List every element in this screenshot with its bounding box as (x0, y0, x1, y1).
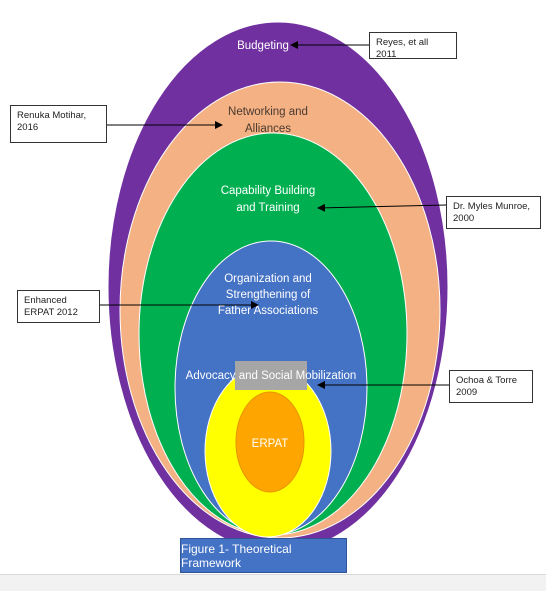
figure-caption-text: Figure 1- Theoretical Framework (181, 541, 292, 570)
callout-munroe-text: Dr. Myles Munroe, 2000 (453, 201, 531, 224)
callout-ochoa-text: Ochoa & Torre 2009 (456, 375, 518, 398)
page-bottom-strip (0, 574, 546, 591)
budgeting-label: Budgeting (237, 40, 289, 52)
callout-reyes-text: Reyes, et all 2011 (376, 37, 429, 60)
ring-core (235, 391, 305, 493)
advocacy-label: Advocacy and Social Mobilization (186, 370, 357, 382)
figure-caption: Figure 1- Theoretical Framework (180, 538, 347, 573)
callout-motihar: Renuka Motihar, 2016 (10, 105, 107, 143)
callout-ochoa: Ochoa & Torre 2009 (449, 370, 533, 403)
callout-enhanced-text: Enhanced ERPAT 2012 (24, 295, 78, 318)
core-label: ERPAT (252, 438, 289, 450)
arrow-munroe (317, 203, 447, 212)
callout-reyes: Reyes, et all 2011 (369, 32, 457, 60)
callout-motihar-text: Renuka Motihar, 2016 (17, 110, 87, 133)
advocacy-label-box (235, 361, 307, 390)
callout-enhanced: Enhanced ERPAT 2012 (17, 290, 100, 323)
callout-munroe: Dr. Myles Munroe, 2000 (446, 196, 541, 229)
